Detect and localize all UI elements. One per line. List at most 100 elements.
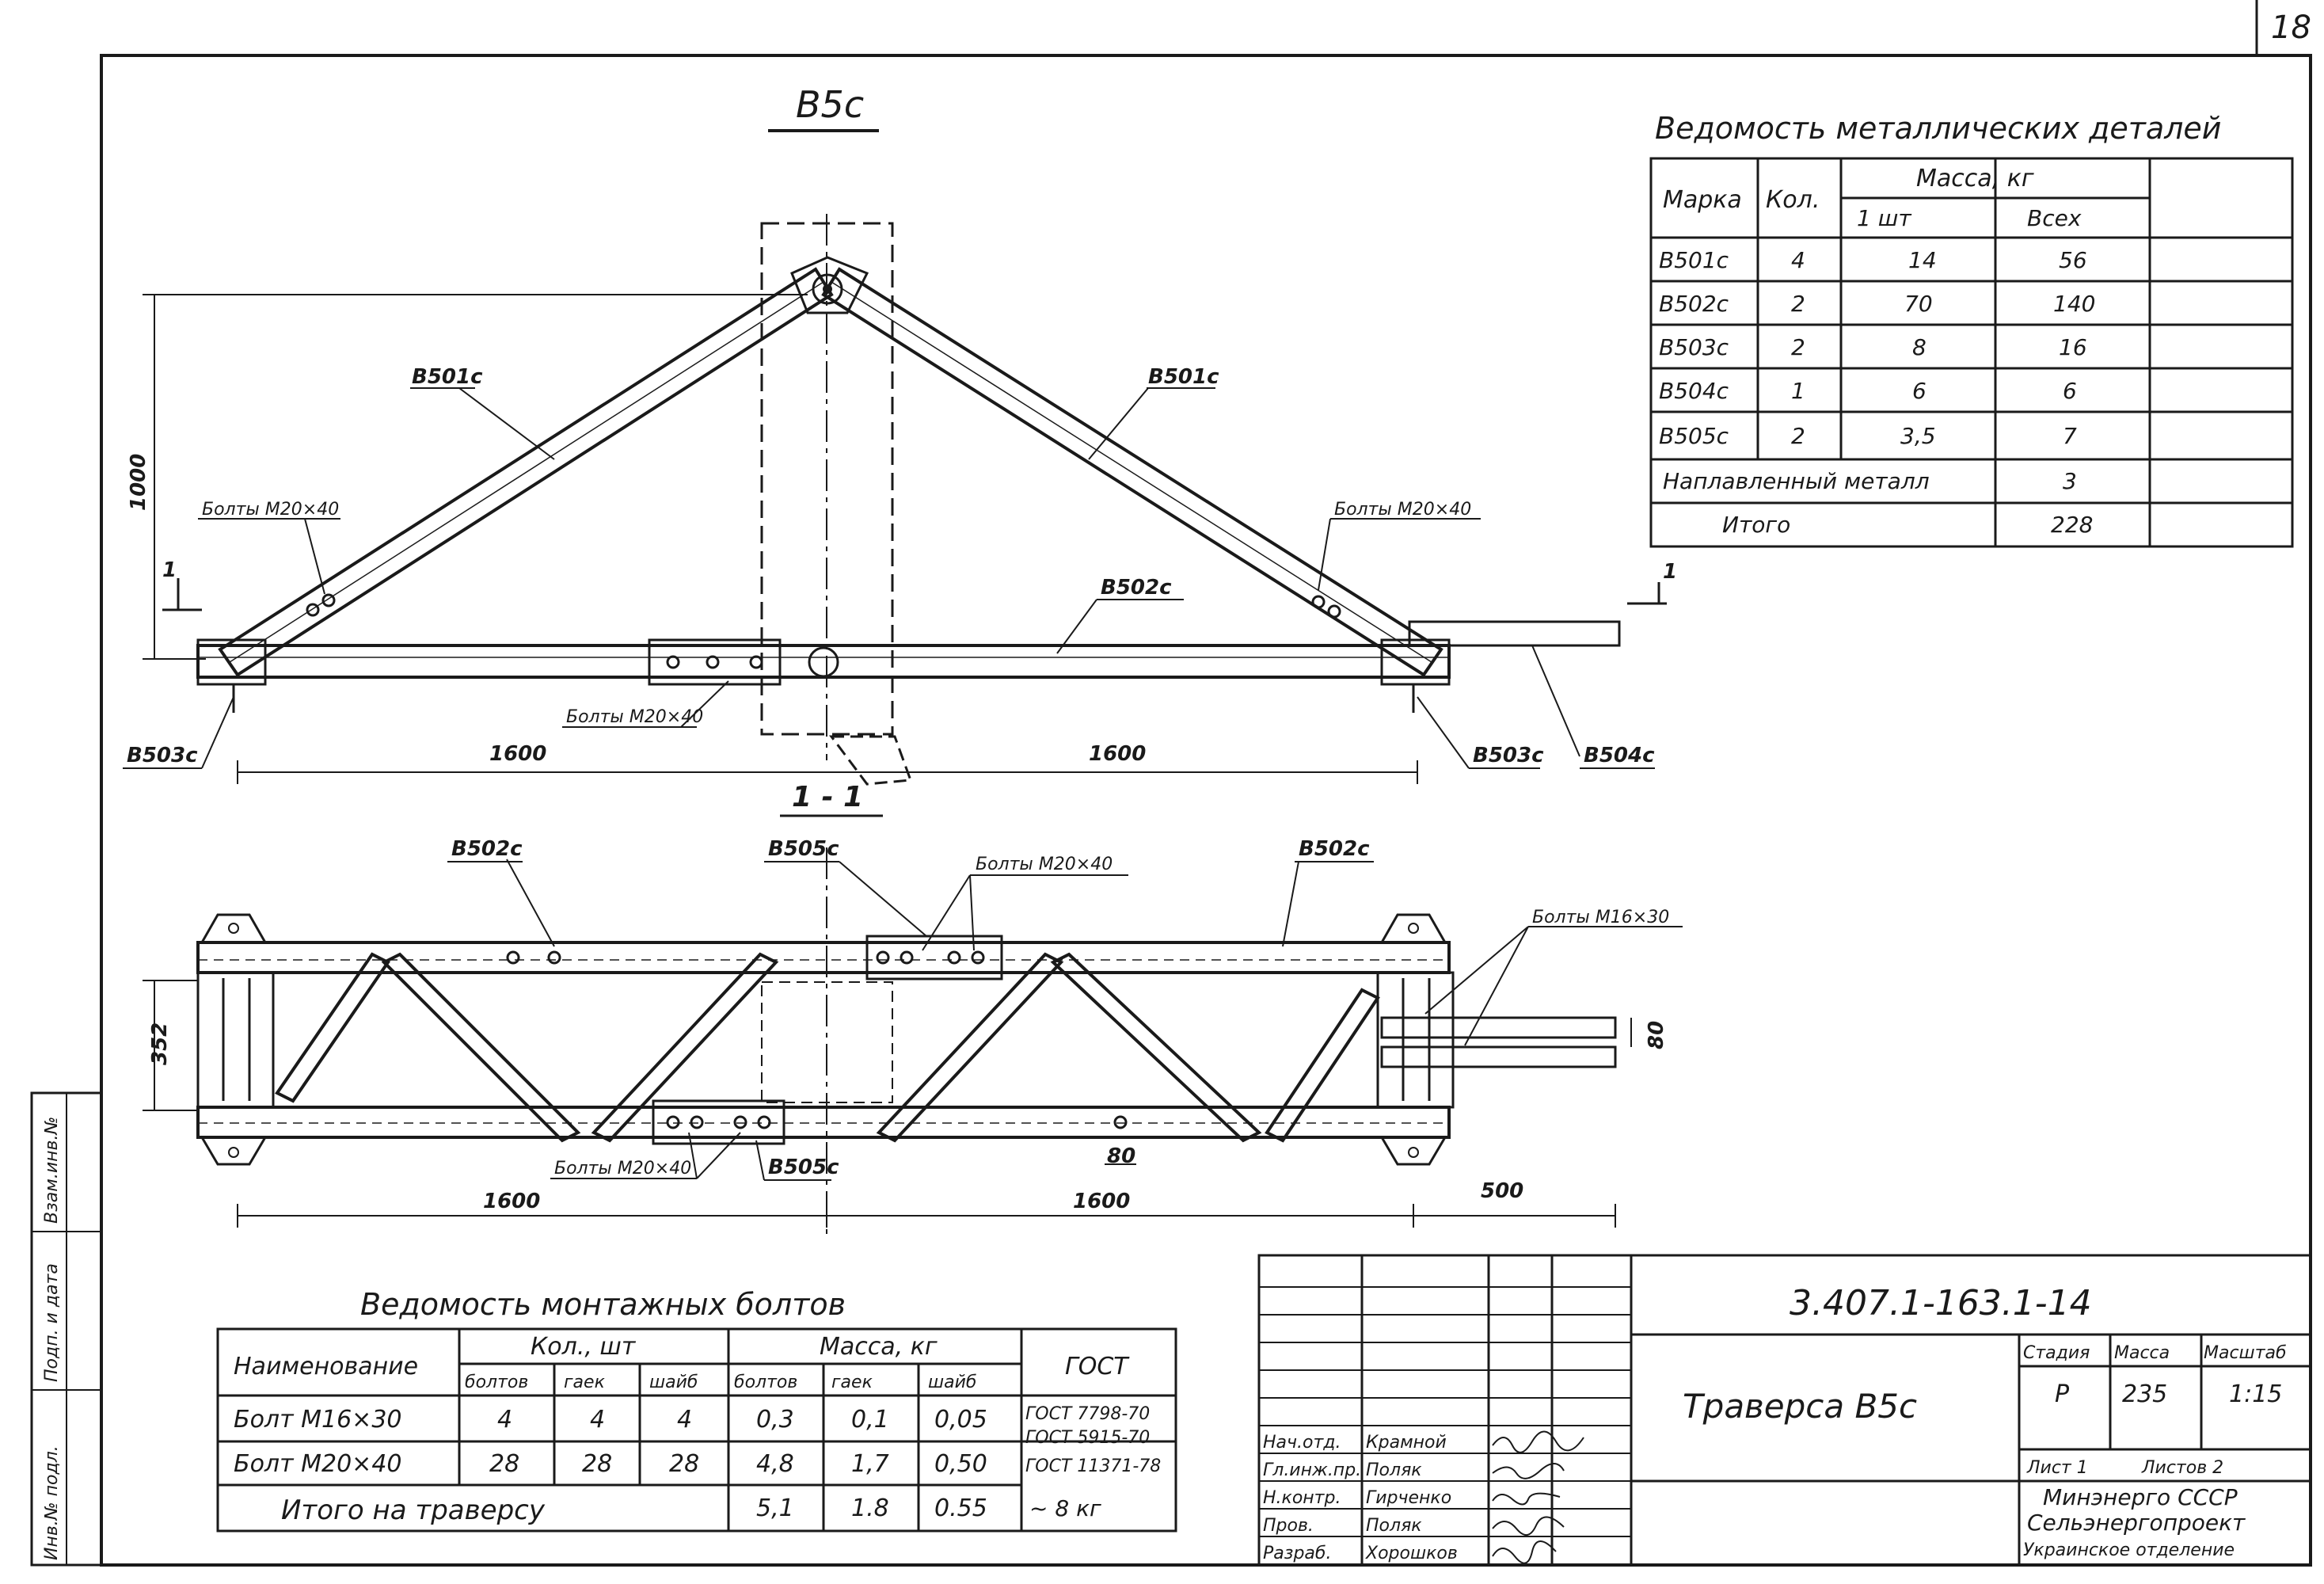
- tb-stage: Р: [2055, 1380, 2070, 1408]
- bolt-r2-mw: 0,50: [934, 1450, 987, 1478]
- stamp-inv: Инв.№ подл.: [42, 1445, 62, 1560]
- bolt-h-gost: ГОСТ: [1065, 1353, 1130, 1380]
- bolt-r2-qn: 28: [582, 1450, 612, 1478]
- tb-scale: 1:15: [2229, 1380, 2282, 1408]
- label-b501-right: В501с: [1148, 365, 1219, 389]
- stamp-vzam: Взам.инв.№: [42, 1117, 62, 1224]
- tb-stage-h: Стадия: [2023, 1343, 2090, 1363]
- tb-org3: Украинское отделение: [2023, 1540, 2235, 1560]
- bolt-h-washers: шайб: [649, 1373, 698, 1392]
- plan-dim-left: 1600: [483, 1190, 540, 1213]
- bolt-total-mw: 0.55: [934, 1495, 987, 1522]
- metal-r3-mark: В503с: [1659, 334, 1729, 360]
- bolt-r1-mw: 0,05: [934, 1406, 987, 1434]
- metal-r2-mark: В502с: [1659, 291, 1729, 317]
- tb-org2: Сельэнергопроект: [2027, 1510, 2246, 1536]
- sheet-number: 18: [2271, 10, 2311, 46]
- plan-dim-right: 1600: [1073, 1190, 1130, 1213]
- doc-code: 3.407.1-163.1-14: [1790, 1283, 2092, 1323]
- metal-weld-value: 3: [2063, 468, 2077, 494]
- metal-r5-all: 7: [2063, 423, 2077, 449]
- tb-mass-h: Масса: [2114, 1343, 2170, 1363]
- label-bolts-left: Болты М20×40: [202, 500, 339, 520]
- metal-r2-one: 70: [1904, 291, 1933, 317]
- plan-dim-80-bottom: 80: [1107, 1144, 1135, 1168]
- metal-total-label: Итого: [1722, 512, 1790, 538]
- tb-role-1: Нач.отд.: [1263, 1433, 1341, 1453]
- tb-role-5: Разраб.: [1263, 1544, 1331, 1563]
- metal-r2-qty: 2: [1791, 291, 1805, 317]
- bolt-gost-1: ГОСТ 7798-70: [1025, 1404, 1150, 1424]
- bolt-r1-qn: 4: [590, 1406, 605, 1434]
- plan-view: 352 80 80 1600 1600 500 В502с В502с В505…: [143, 837, 1683, 1236]
- bolt-gost-2: ГОСТ 5915-70: [1025, 1428, 1150, 1448]
- stamp-sign: Подп. и дата: [42, 1263, 62, 1382]
- metal-h-all: Всех: [2027, 205, 2082, 231]
- tb-sheets: Листов 2: [2141, 1458, 2223, 1478]
- apex-bolt: [812, 273, 843, 305]
- elevation-title: В5с: [796, 83, 864, 126]
- bolt-h-mass-washers: шайб: [928, 1373, 976, 1392]
- elev-height-dim: 1000: [127, 454, 150, 511]
- tb-role-4: Пров.: [1263, 1516, 1314, 1536]
- bolt-r2-mn: 1,7: [851, 1450, 889, 1478]
- plan-bottom-chord: [196, 1106, 1451, 1139]
- bolt-r2-mb: 4,8: [756, 1450, 794, 1478]
- elevation-view: В5с: [123, 83, 1677, 817]
- bolt-gost-3: ГОСТ 11371-78: [1025, 1456, 1161, 1476]
- tb-mass: 235: [2122, 1380, 2167, 1408]
- tb-scale-h: Масштаб: [2204, 1343, 2287, 1363]
- title-block: 3.407.1-163.1-14 Траверса В5с Стадия Мас…: [1257, 1254, 2312, 1567]
- metal-table-title: Ведомость металлических деталей: [1655, 111, 2222, 146]
- metal-r1-qty: 4: [1791, 247, 1805, 273]
- metal-h-one: 1 шт: [1857, 205, 1911, 231]
- bolt-h-bolts: болтов: [465, 1373, 528, 1392]
- metal-h-mark: Марка: [1663, 186, 1742, 214]
- tb-role-2: Гл.инж.пр.: [1263, 1460, 1361, 1480]
- bolt-h-qty: Кол., шт: [531, 1333, 637, 1361]
- label-plan-b505-bottom: В505с: [768, 1156, 839, 1179]
- bolt-h-mass: Масса, кг: [820, 1333, 938, 1361]
- bolt-total-mn: 1.8: [851, 1495, 889, 1522]
- bolt-r1-qw: 4: [677, 1406, 692, 1434]
- metal-r5-one: 3,5: [1900, 423, 1936, 449]
- label-plan-bolts-bottom: Болты М20×40: [554, 1159, 691, 1178]
- plan-dim-500: 500: [1481, 1179, 1523, 1203]
- tb-name-5: Хорошков: [1365, 1544, 1458, 1563]
- metal-r2-all: 140: [2053, 291, 2095, 317]
- bolt-total-label: Итого на траверсу: [281, 1495, 546, 1526]
- label-b504: В504с: [1584, 744, 1655, 767]
- plan-dim-80-side: 80: [1645, 1021, 1668, 1049]
- bolt-r2-name: Болт М20×40: [234, 1450, 402, 1478]
- bolt-h-mass-bolts: болтов: [734, 1373, 797, 1392]
- label-plan-bolts-top: Болты М20×40: [976, 855, 1113, 874]
- bolt-r2-qb: 28: [489, 1450, 519, 1478]
- plan-height-dim: 352: [148, 1022, 172, 1065]
- metal-h-qty: Кол.: [1766, 186, 1820, 214]
- bolt-r1-qb: 4: [497, 1406, 512, 1434]
- metal-r5-mark: В505с: [1659, 423, 1729, 449]
- rafter-right: [821, 267, 1443, 677]
- label-plan-bolts-m16: Болты М16×30: [1532, 908, 1669, 927]
- bolt-h-nuts: гаек: [564, 1373, 606, 1392]
- rafter-left: [218, 267, 834, 677]
- plan-top-chord: [196, 941, 1451, 974]
- tb-name-4: Поляк: [1366, 1516, 1422, 1536]
- bolt-r1-mb: 0,3: [756, 1406, 794, 1434]
- elev-dim-right: 1600: [1089, 742, 1146, 766]
- elev-dim-left: 1600: [489, 742, 546, 766]
- metal-parts-table: Ведомость металлических деталей Марка Ко…: [1649, 111, 2294, 548]
- bolt-h-mass-nuts: гаек: [831, 1373, 873, 1392]
- tb-role-3: Н.контр.: [1263, 1488, 1341, 1508]
- label-plan-b505-top: В505с: [768, 837, 839, 861]
- b504-bar: [1408, 620, 1621, 647]
- metal-total-value: 228: [2051, 512, 2093, 538]
- metal-r4-one: 6: [1912, 378, 1927, 404]
- side-stamp: Инв.№ подл. Подп. и дата Взам.инв.№: [30, 1091, 103, 1567]
- bolt-r1-name: Болт М16×30: [234, 1406, 402, 1434]
- label-plan-b502-right: В502с: [1299, 837, 1370, 861]
- metal-r3-one: 8: [1912, 334, 1927, 360]
- bolt-total-sum: ~ 8 кг: [1029, 1495, 1101, 1521]
